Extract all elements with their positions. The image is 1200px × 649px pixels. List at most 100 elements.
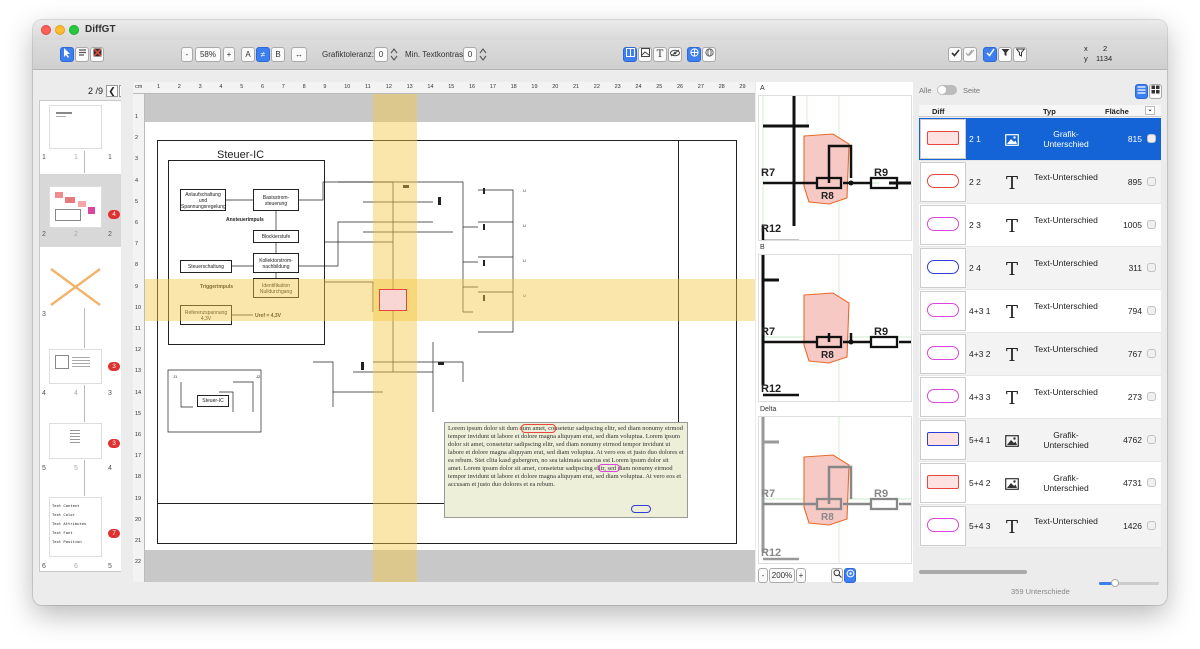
column-header-diff[interactable]: Diff — [932, 107, 945, 116]
table-row[interactable]: 5+4 2Grafik-Unterschied4731 — [919, 462, 1161, 505]
table-row[interactable]: 4+3 3TText-Unterschied273 — [919, 376, 1161, 419]
component-label: R12 — [761, 383, 781, 395]
component-label: R8 — [821, 512, 834, 523]
page-thumbnail-list[interactable]: 1 1 1 4 2 2 2 3 3 4 4 3 — [39, 100, 131, 572]
globe-button[interactable] — [702, 47, 716, 62]
table-row[interactable]: 5+4 3TText-Unterschied1426 — [919, 505, 1161, 548]
grid-view-button[interactable] — [1149, 84, 1162, 99]
show-diff-button[interactable]: ≠ — [256, 47, 270, 62]
page-thumbnail[interactable] — [49, 349, 102, 384]
delta-preview[interactable]: R7 R8 R9 R12 — [758, 416, 912, 564]
accept-button[interactable] — [948, 47, 962, 62]
zoom-fit-button[interactable] — [831, 568, 843, 583]
diff-thumbnail — [920, 334, 966, 374]
stepper-icon — [390, 47, 398, 62]
column-header-flaeche[interactable]: Fläche — [1105, 107, 1129, 116]
minimize-window-button[interactable] — [55, 25, 65, 35]
schematic-block: Steuer-IC — [197, 395, 229, 407]
diff-marker-graphic[interactable] — [379, 289, 407, 311]
coord-y-label: y — [1084, 54, 1088, 63]
diff-checkbox[interactable] — [1147, 435, 1156, 444]
document-view[interactable]: cm 1234567891011121314151617181920212223… — [133, 82, 755, 582]
page-connector — [84, 460, 85, 496]
table-horizontal-scrollbar[interactable] — [919, 570, 1027, 574]
filter-button[interactable] — [998, 47, 1012, 62]
diff-marker-text[interactable] — [521, 424, 556, 433]
diff-checkbox[interactable] — [1147, 521, 1156, 530]
window-title: DiffGT — [85, 24, 116, 35]
compare-zoom-value[interactable]: 200% — [769, 568, 795, 583]
page-number: 4 — [42, 390, 46, 397]
table-row[interactable]: 2 2TText-Unterschied895 — [919, 161, 1161, 204]
seite-label: Seite — [963, 86, 980, 95]
filter-image-button[interactable] — [638, 47, 652, 62]
text-kontrast-input[interactable]: 0 — [463, 47, 477, 62]
page-number: 6 — [42, 563, 46, 570]
image-type-icon — [1003, 474, 1021, 495]
filter-hidden-button[interactable] — [668, 47, 682, 62]
text-select-tool-button[interactable] — [75, 47, 89, 62]
zoom-window-button[interactable] — [69, 25, 79, 35]
diff-thumbnail — [920, 205, 966, 245]
page-thumbnail[interactable]: Text Content Text Color Text Attributes … — [49, 497, 102, 557]
diff-checkbox[interactable] — [1147, 263, 1156, 272]
sync-view-button[interactable] — [844, 568, 856, 583]
page-thumbnail[interactable] — [49, 423, 102, 459]
table-row[interactable]: 2 1Grafik-Unterschied815 — [919, 118, 1161, 161]
version-b-preview[interactable]: R7 R8 R9 R12 — [758, 254, 912, 402]
pointer-tool-button[interactable] — [60, 47, 74, 62]
alle-seite-toggle[interactable] — [937, 85, 957, 95]
target-icon — [846, 569, 855, 578]
thumbnail-size-slider[interactable] — [1099, 582, 1159, 585]
prev-page-button[interactable]: ❮ — [106, 85, 118, 97]
close-window-button[interactable] — [41, 25, 51, 35]
diff-checkbox[interactable] — [1147, 349, 1156, 358]
diff-id: 4+3 3 — [969, 392, 991, 402]
page-number: 4 — [108, 465, 112, 472]
diff-marker-text[interactable] — [598, 464, 620, 472]
show-b-button[interactable]: B — [271, 47, 285, 62]
diff-checkbox[interactable] — [1147, 177, 1156, 186]
diff-checkbox[interactable] — [1147, 220, 1156, 229]
table-row[interactable]: 2 3TText-Unterschied1005 — [919, 204, 1161, 247]
version-a-preview[interactable]: R7 R8 R9 R12 — [758, 95, 912, 241]
page-thumbnail[interactable] — [49, 105, 102, 149]
text-kontrast-stepper[interactable] — [479, 47, 487, 62]
show-a-button[interactable]: A — [241, 47, 255, 62]
sort-chevron-icon[interactable]: ⌄ — [1145, 106, 1155, 115]
zoom-in-button[interactable]: + — [223, 47, 235, 62]
zoom-value[interactable]: 58% — [195, 47, 221, 62]
page-thumbnail[interactable] — [49, 186, 102, 228]
table-row[interactable]: 4+3 2TText-Unterschied767 — [919, 333, 1161, 376]
grid-overlay-button[interactable] — [687, 47, 701, 62]
diff-thumbnail — [920, 162, 966, 202]
filter-checked-button[interactable] — [983, 47, 997, 62]
diff-checkbox[interactable] — [1147, 134, 1156, 143]
zoom-out-button[interactable]: - — [181, 47, 193, 62]
compare-zoom-in-button[interactable]: + — [796, 568, 806, 583]
accept-all-button[interactable] — [963, 47, 977, 62]
diff-marker-text[interactable] — [631, 505, 651, 513]
filter-unchecked-button[interactable] — [1013, 47, 1027, 62]
table-row[interactable]: 5+4 1Grafik-Unterschied4762 — [919, 419, 1161, 462]
diff-checkbox[interactable] — [1147, 392, 1156, 401]
page-connector — [84, 385, 85, 422]
swap-button[interactable]: ↔ — [291, 47, 307, 62]
diff-thumbnail — [920, 463, 966, 503]
filter-text-button[interactable]: T — [653, 47, 667, 62]
page-thumbnail-deleted[interactable] — [49, 267, 102, 307]
text-type-icon: T — [1003, 259, 1021, 280]
list-view-button[interactable] — [1135, 84, 1148, 99]
diff-type: Grafik-Unterschied — [1031, 129, 1101, 149]
diff-checkbox[interactable] — [1147, 478, 1156, 487]
diff-checkbox[interactable] — [1147, 306, 1156, 315]
grafik-toleranz-input[interactable]: 0 — [374, 47, 388, 62]
circuit-preview-b — [759, 255, 912, 402]
table-row[interactable]: 4+3 1TText-Unterschied794 — [919, 290, 1161, 333]
grafik-toleranz-stepper[interactable] — [390, 47, 398, 62]
filter-layout-button[interactable] — [623, 47, 637, 62]
exclude-tool-button[interactable] — [90, 47, 104, 62]
table-row[interactable]: 2 4TText-Unterschied311 — [919, 247, 1161, 290]
compare-zoom-out-button[interactable]: - — [758, 568, 768, 583]
column-header-typ[interactable]: Typ — [1043, 107, 1056, 116]
